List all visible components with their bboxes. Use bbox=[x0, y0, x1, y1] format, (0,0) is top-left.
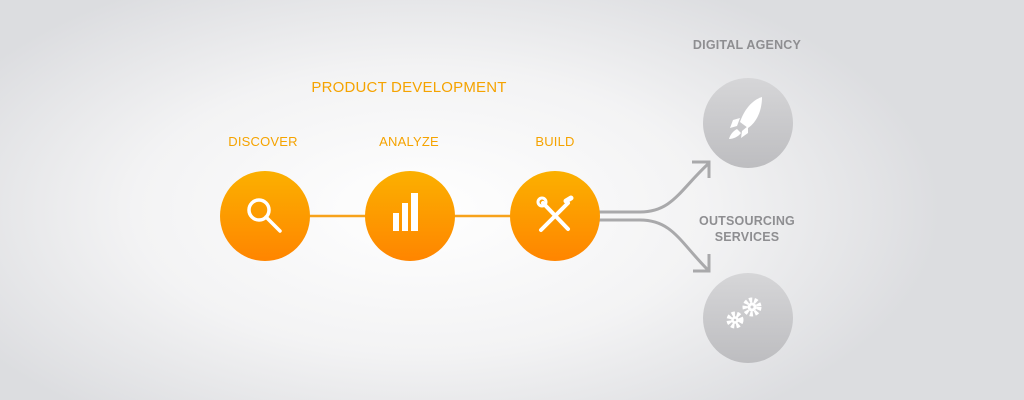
rocket-icon bbox=[729, 97, 762, 139]
arrowhead-icon bbox=[693, 254, 711, 273]
branch-arrow-up bbox=[598, 162, 710, 214]
step-label-build: BUILD bbox=[535, 134, 575, 149]
search-icon bbox=[247, 198, 282, 233]
bar-chart-icon bbox=[393, 193, 418, 231]
step-label-analyze: ANALYZE bbox=[379, 134, 439, 149]
tools-icon bbox=[536, 195, 574, 232]
outsourcing-node bbox=[703, 273, 793, 363]
build-node bbox=[510, 171, 600, 261]
gears-icon bbox=[726, 297, 762, 329]
analyze-node bbox=[365, 171, 455, 261]
section-title: PRODUCT DEVELOPMENT bbox=[311, 79, 507, 96]
step-label-discover: DISCOVER bbox=[228, 134, 298, 149]
outcome-label-digital-agency: DIGITAL AGENCY bbox=[692, 38, 802, 52]
outcome-label-services: SERVICES bbox=[714, 230, 780, 244]
discover-node bbox=[220, 171, 310, 261]
branch-arrow-down bbox=[598, 218, 710, 272]
arrowhead-icon bbox=[692, 160, 711, 178]
outcome-label-outsourcing: OUTSOURCING bbox=[699, 214, 795, 228]
digital-agency-node bbox=[703, 78, 793, 168]
